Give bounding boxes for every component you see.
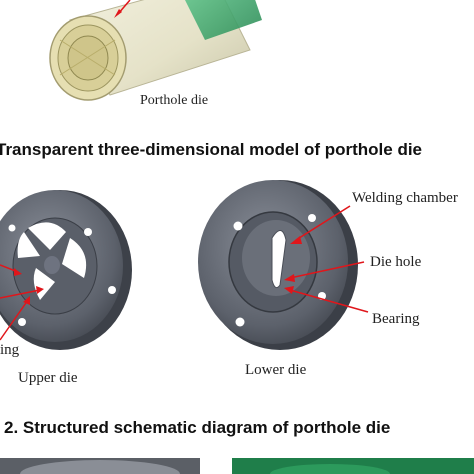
label-die-hole: Die hole <box>370 254 422 270</box>
label-welding-chamber: Welding chamber <box>352 190 458 206</box>
upper-die-red-arrows <box>0 264 44 341</box>
caption-figure-2: 2. Structured schematic diagram of porth… <box>4 418 391 437</box>
label-bearing-partial: ing <box>0 342 20 358</box>
lower-die <box>198 180 358 350</box>
caption-figure-1: Transparent three-dimensional model of p… <box>0 140 423 159</box>
label-upper-die: Upper die <box>18 370 78 386</box>
lower-die-red-arrows <box>284 205 369 313</box>
label-porthole-die: Porthole die <box>140 93 209 108</box>
upper-die <box>0 190 132 350</box>
transparent-cylinder <box>49 0 262 101</box>
red-arrow-top <box>114 0 131 18</box>
bottom-figure-partial <box>0 458 474 474</box>
label-bearing: Bearing <box>372 311 420 327</box>
label-lower-die: Lower die <box>245 362 307 378</box>
